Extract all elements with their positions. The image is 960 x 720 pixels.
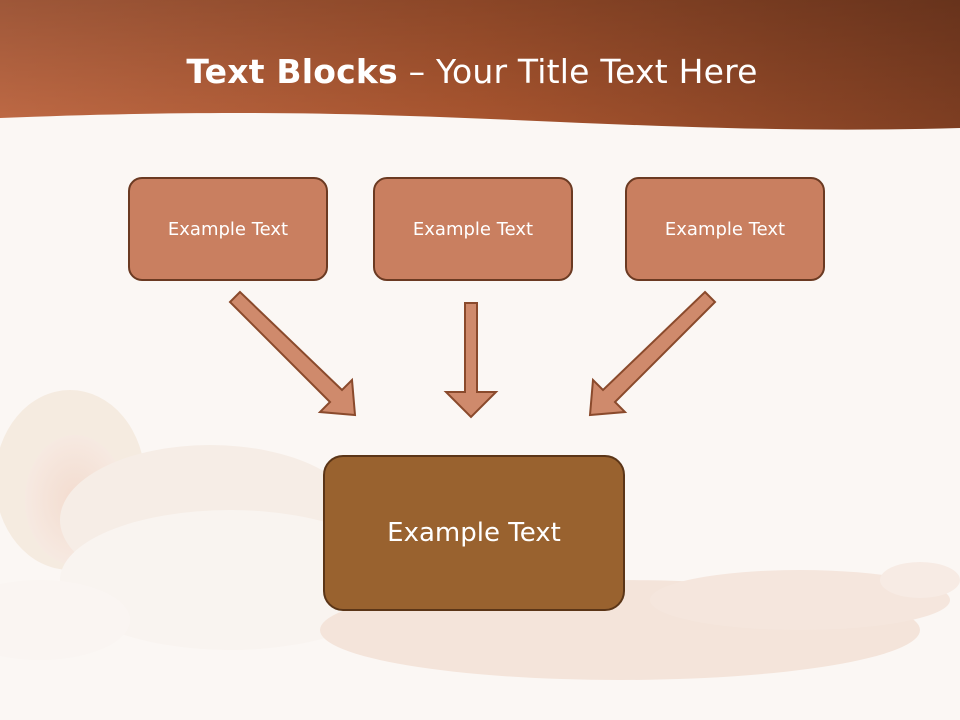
target-box: Example Text <box>323 455 625 611</box>
source-box-2-label: Example Text <box>412 218 534 240</box>
source-box-2: Example Text <box>373 177 573 281</box>
title-banner <box>0 0 960 130</box>
target-box-label: Example Text <box>387 518 561 548</box>
source-box-3-label: Example Text <box>664 218 786 240</box>
source-box-3: Example Text <box>625 177 825 281</box>
arrow-center-down <box>443 302 499 419</box>
arrow-right-diagonal <box>588 290 717 417</box>
background-photo <box>0 390 960 680</box>
title-bold-text: Text Blocks <box>186 52 398 91</box>
arrow-left-diagonal <box>228 290 357 417</box>
title-rest-text: Your Title Text Here <box>436 52 758 91</box>
source-box-1-label: Example Text <box>167 218 289 240</box>
source-box-1: Example Text <box>128 177 328 281</box>
title-dash: – <box>408 52 426 91</box>
slide-title: Text Blocks – Your Title Text Here <box>0 52 944 91</box>
